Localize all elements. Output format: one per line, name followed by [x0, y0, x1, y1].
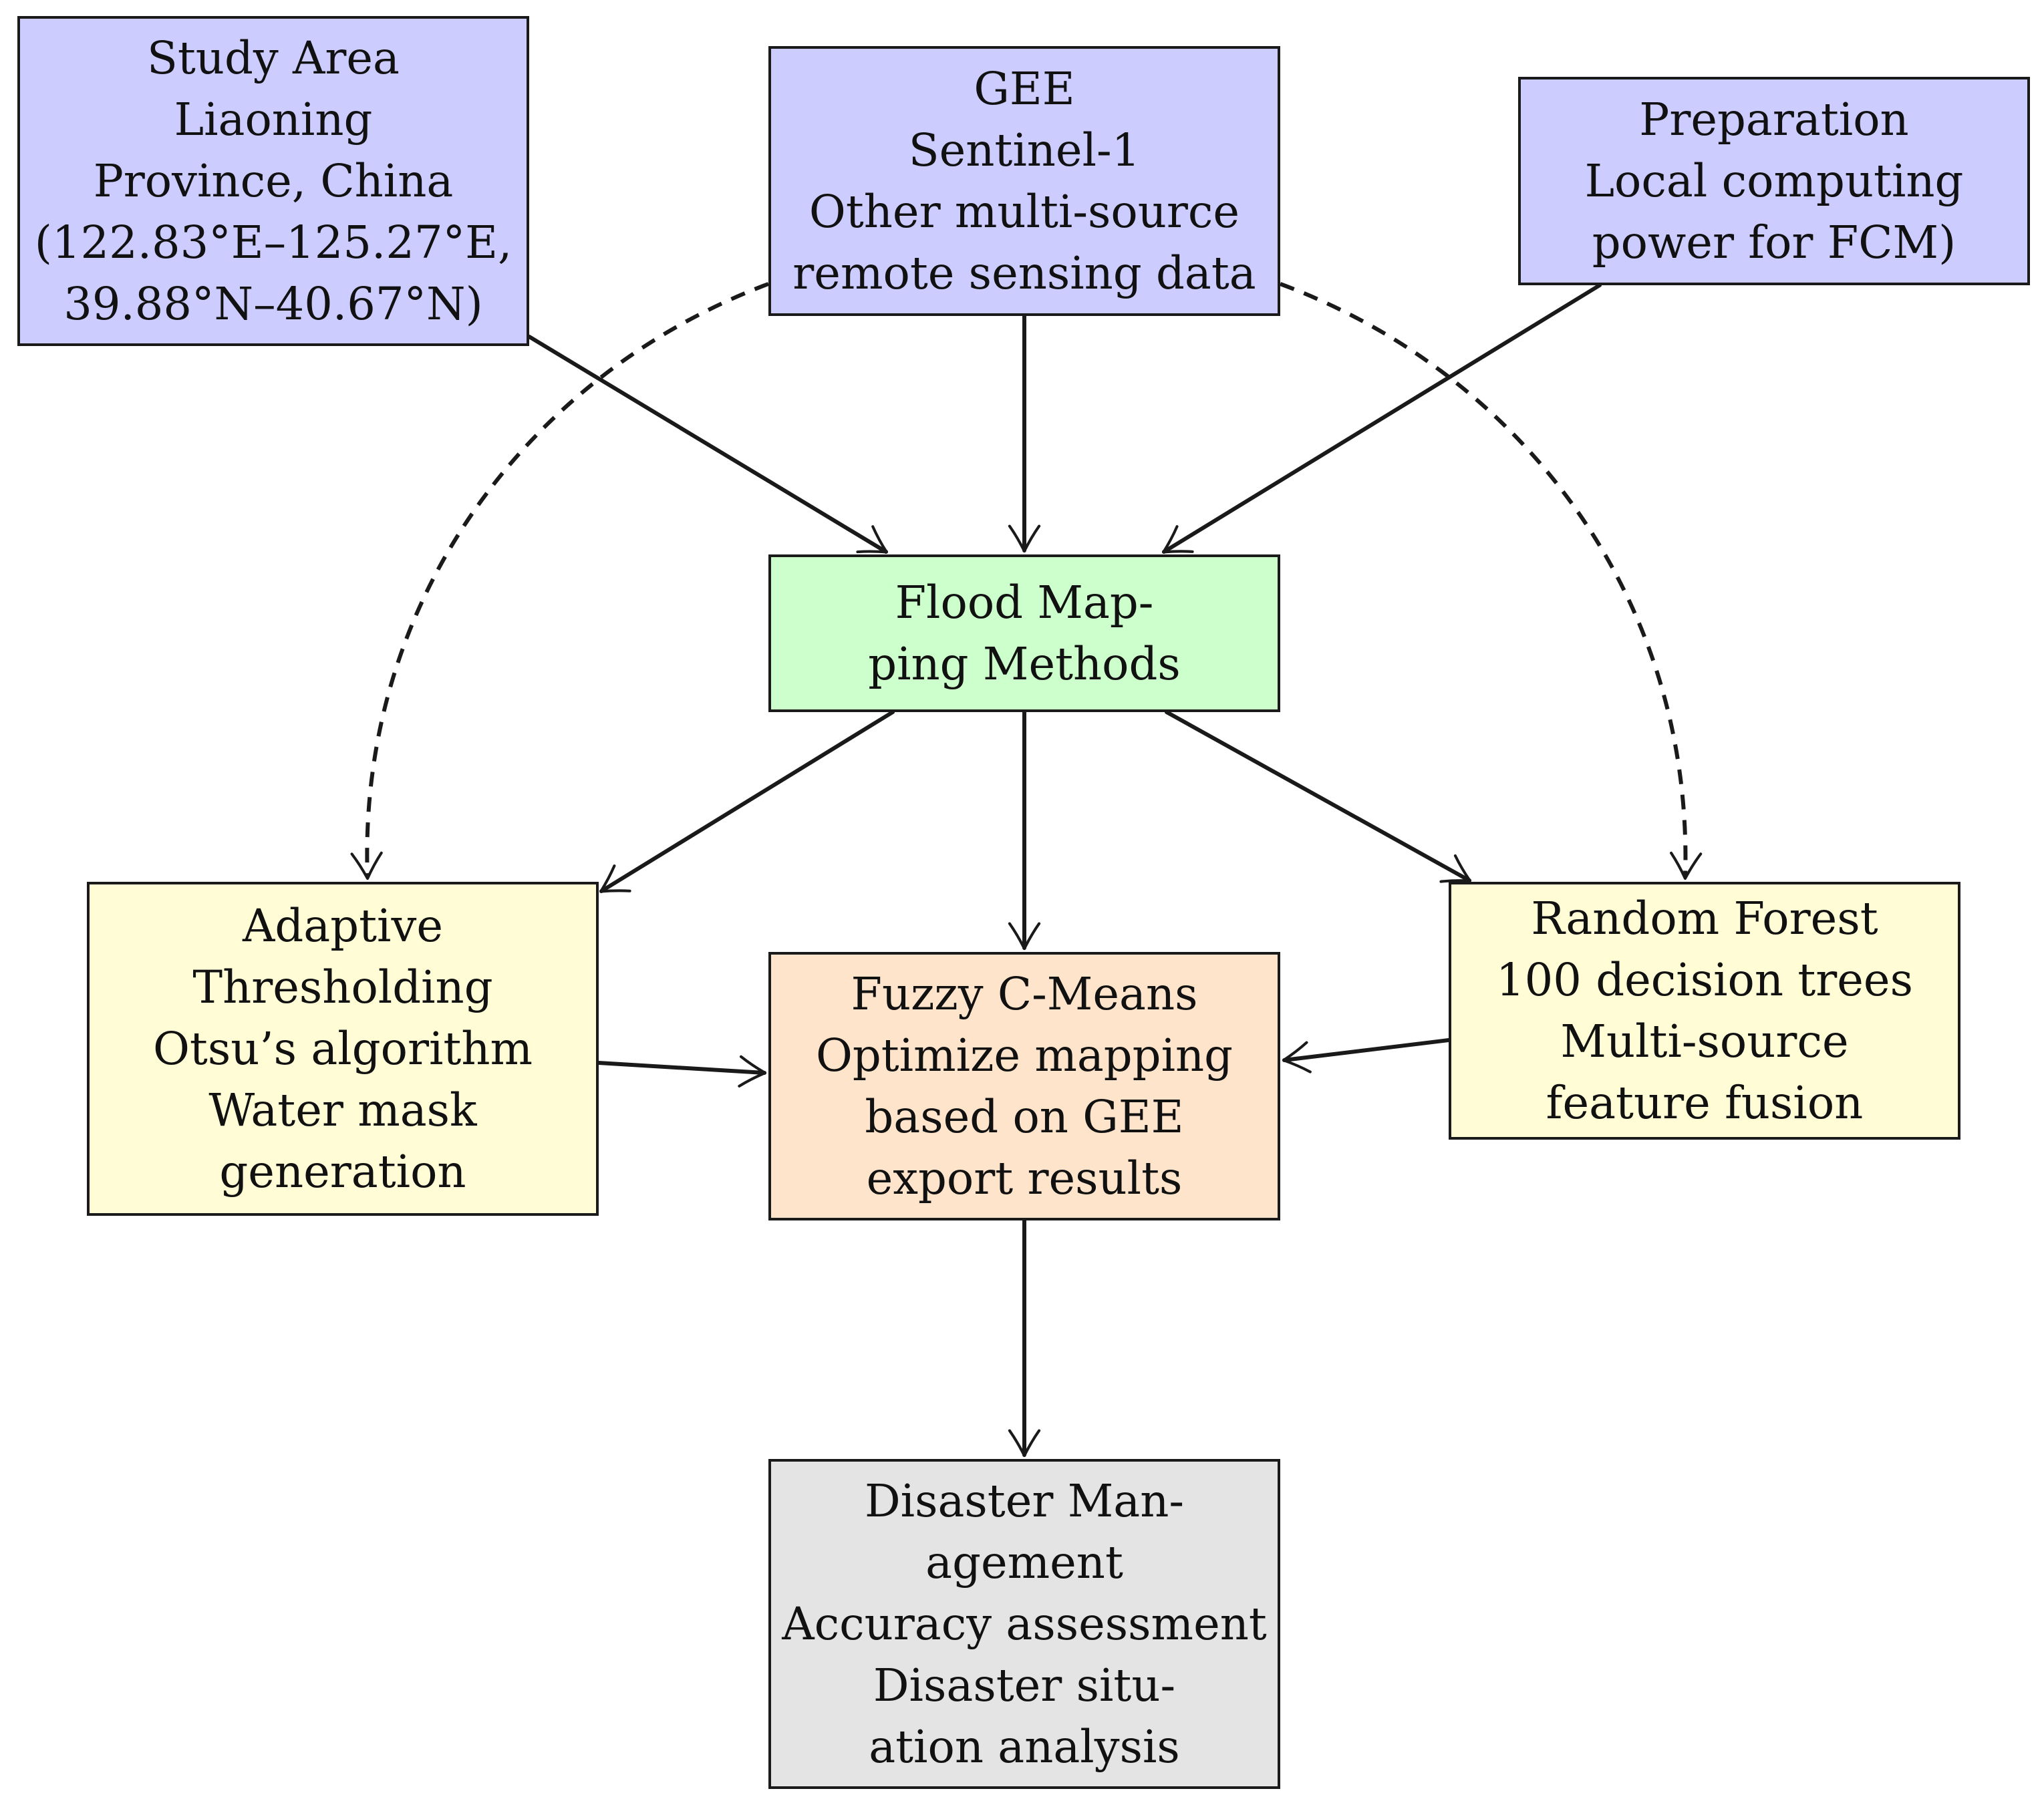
disaster-management-line-1: Disaster Man-	[864, 1475, 1185, 1527]
gee-line-4: remote sensing data	[792, 247, 1256, 299]
edge-study-area-to-flood-mapping	[527, 335, 888, 554]
random-forest-line-3: Multi-source	[1560, 1015, 1849, 1068]
gee-line-3: Other multi-source	[809, 186, 1240, 238]
adaptive-thresholding-line-3: Otsu’s algorithm	[152, 1023, 533, 1075]
study-area-node: Study Area Liaoning Province, China (122…	[17, 16, 529, 346]
edge-adaptive-thresholding-to-fuzzy-c-means	[597, 1055, 767, 1088]
disaster-management-line-3: Accuracy assessment	[782, 1598, 1267, 1650]
adaptive-thresholding-line-2: Thresholding	[192, 961, 493, 1013]
edge-random-forest-to-fuzzy-c-means	[1282, 1038, 1451, 1074]
disaster-management-line-4: Disaster situ-	[873, 1659, 1176, 1711]
fuzzy-c-means-line-2: Optimize mapping	[815, 1029, 1233, 1082]
study-area-line-1: Study Area	[146, 32, 400, 84]
preparation-line-2: Local computing	[1584, 155, 1964, 207]
edge-gee-to-random-forest-dashed	[1279, 282, 1703, 880]
edge-gee-to-adaptive-thresholding-dashed	[350, 282, 770, 880]
disaster-management-line-2: agement	[925, 1536, 1123, 1589]
gee-node: GEE Sentinel-1 Other multi-source remote…	[768, 46, 1280, 316]
disaster-management-node: Disaster Man- agement Accuracy assessmen…	[768, 1459, 1280, 1789]
flood-mapping-line-2: ping Methods	[868, 638, 1181, 690]
preparation-line-1: Preparation	[1639, 94, 1909, 146]
fuzzy-c-means-node: Fuzzy C-Means Optimize mapping based on …	[768, 952, 1280, 1220]
gee-line-1: GEE	[974, 63, 1075, 115]
fuzzy-c-means-line-4: export results	[866, 1152, 1183, 1204]
disaster-management-line-5: ation analysis	[869, 1721, 1180, 1773]
random-forest-line-2: 100 decision trees	[1496, 954, 1913, 1006]
flood-mapping-methods-node: Flood Map- ping Methods	[768, 554, 1280, 712]
edge-preparation-to-flood-mapping	[1162, 283, 1602, 554]
adaptive-thresholding-line-1: Adaptive	[243, 900, 443, 952]
random-forest-line-4: feature fusion	[1546, 1077, 1864, 1129]
edge-flood-mapping-to-random-forest	[1165, 710, 1471, 883]
study-area-line-4: (122.83°E–125.27°E,	[34, 216, 513, 269]
study-area-line-3: Province, China	[93, 155, 454, 207]
preparation-line-3: power for FCM)	[1592, 216, 1956, 269]
study-area-line-5: 39.88°N–40.67°N)	[63, 278, 483, 330]
fuzzy-c-means-line-3: based on GEE	[865, 1091, 1184, 1143]
random-forest-line-1: Random Forest	[1531, 892, 1878, 945]
edge-flood-mapping-to-adaptive-thresholding	[599, 710, 895, 893]
preparation-node: Preparation Local computing power for FC…	[1518, 77, 2030, 285]
adaptive-thresholding-line-5: generation	[219, 1146, 466, 1198]
fuzzy-c-means-line-1: Fuzzy C-Means	[851, 968, 1198, 1020]
flood-mapping-line-1: Flood Map-	[895, 577, 1154, 629]
study-area-line-2: Liaoning	[174, 94, 373, 146]
gee-line-2: Sentinel-1	[908, 124, 1141, 176]
random-forest-node: Random Forest 100 decision trees Multi-s…	[1449, 882, 1960, 1140]
adaptive-thresholding-node: Adaptive Thresholding Otsu’s algorithm W…	[87, 882, 599, 1216]
adaptive-thresholding-line-4: Water mask	[208, 1084, 477, 1136]
